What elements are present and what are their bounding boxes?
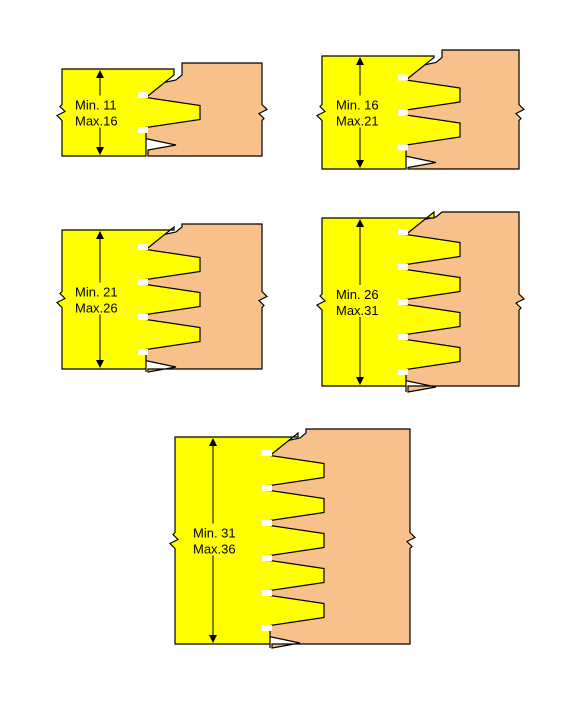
finger-gap	[138, 279, 148, 285]
finger-gap	[398, 74, 408, 81]
finger-gap	[398, 109, 408, 116]
min-thickness-label: Min. 26	[336, 287, 379, 302]
finger-gap	[262, 590, 272, 596]
finger-gap	[138, 92, 148, 98]
finger-gap	[262, 450, 272, 456]
finger-gap	[138, 127, 148, 133]
label-background	[334, 285, 392, 317]
min-thickness-label: Min. 11	[75, 98, 117, 113]
min-thickness-label: Min. 31	[193, 526, 236, 541]
finger-gap	[138, 314, 148, 320]
finger-gap	[138, 349, 148, 355]
finger-gap	[262, 555, 272, 561]
label-background	[334, 95, 392, 128]
finger-gap	[398, 264, 408, 270]
label-background	[73, 282, 131, 315]
finger-gap	[138, 244, 148, 250]
finger-gap	[262, 520, 272, 526]
max-thickness-label: Max.21	[336, 114, 379, 129]
label-background	[73, 95, 131, 128]
finger-gap	[262, 625, 272, 631]
max-thickness-label: Max.26	[75, 301, 118, 316]
finger-gap	[398, 334, 408, 340]
finger-gap	[262, 485, 272, 491]
min-thickness-label: Min. 21	[75, 285, 118, 300]
max-thickness-label: Max.36	[193, 542, 236, 557]
finger-gap	[398, 299, 408, 305]
label-background	[191, 523, 249, 556]
max-thickness-label: Max.16	[75, 114, 118, 129]
finger-gap	[398, 369, 408, 375]
max-thickness-label: Max.31	[336, 303, 379, 318]
min-thickness-label: Min. 16	[336, 98, 379, 113]
finger-gap	[398, 229, 408, 235]
finger-gap	[398, 144, 408, 151]
